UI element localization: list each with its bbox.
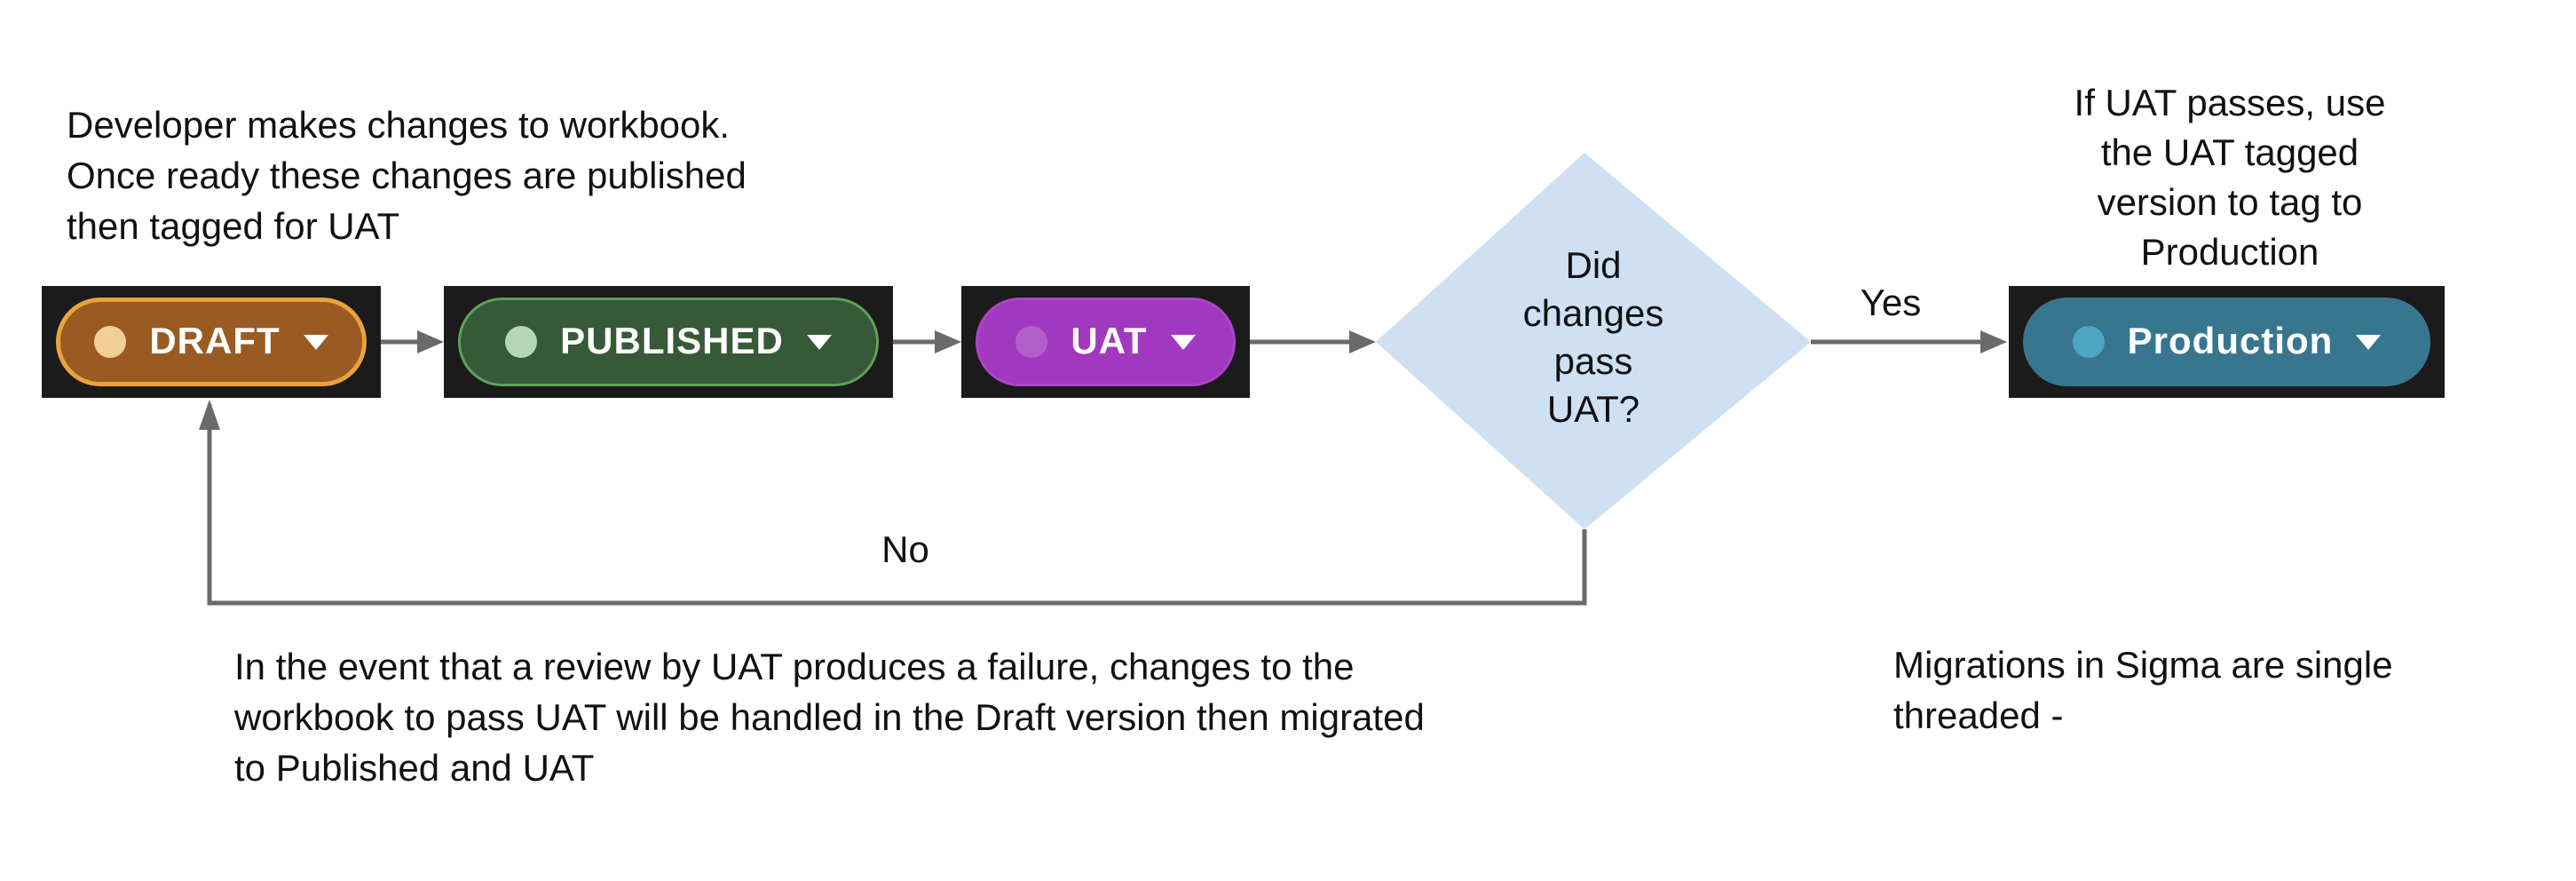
draft-tag-label: DRAFT xyxy=(149,320,281,361)
uat-tag-label: UAT xyxy=(1071,320,1148,361)
edge-label-no: No xyxy=(881,528,929,570)
decision-diamond xyxy=(1376,153,1811,529)
draft-status-dot xyxy=(94,326,127,358)
arrow-published-to-uat xyxy=(893,330,961,353)
published-status-dot xyxy=(505,326,538,358)
note-uat-pass: If UAT passes, use the UAT tagged versio… xyxy=(2074,82,2386,273)
chevron-down-icon xyxy=(806,334,832,350)
decision-question: Did changes pass UAT? xyxy=(1522,244,1664,430)
tag-chip-production: Production xyxy=(2009,286,2445,398)
edge-label-yes: Yes xyxy=(1860,282,1922,323)
published-tag-dropdown[interactable]: PUBLISHED xyxy=(458,298,879,386)
published-tag-label: PUBLISHED xyxy=(560,320,784,361)
production-tag-label: Production xyxy=(2127,320,2334,361)
arrow-draft-to-published xyxy=(381,330,444,353)
production-status-dot xyxy=(2072,326,2105,358)
uat-tag-dropdown[interactable]: UAT xyxy=(976,298,1236,386)
arrow-decision-to-draft-feedback xyxy=(199,400,1587,606)
chevron-down-icon xyxy=(1170,334,1196,350)
draft-tag-dropdown[interactable]: DRAFT xyxy=(56,298,367,386)
arrow-decision-to-production xyxy=(1811,330,2007,353)
tag-chip-draft: DRAFT xyxy=(42,286,381,398)
chevron-down-icon xyxy=(2356,334,2382,350)
note-migrations: Migrations in Sigma are single threaded … xyxy=(1893,644,2393,736)
tag-chip-published: PUBLISHED xyxy=(444,286,893,398)
production-tag-dropdown[interactable]: Production xyxy=(2023,298,2430,386)
note-developer-changes: Developer makes changes to workbook. Onc… xyxy=(67,104,747,247)
note-uat-failure: In the event that a review by UAT produc… xyxy=(234,646,1425,789)
tag-chip-uat: UAT xyxy=(961,286,1250,398)
arrow-uat-to-decision xyxy=(1250,330,1376,353)
chevron-down-icon xyxy=(303,334,328,350)
uat-status-dot xyxy=(1015,326,1048,358)
